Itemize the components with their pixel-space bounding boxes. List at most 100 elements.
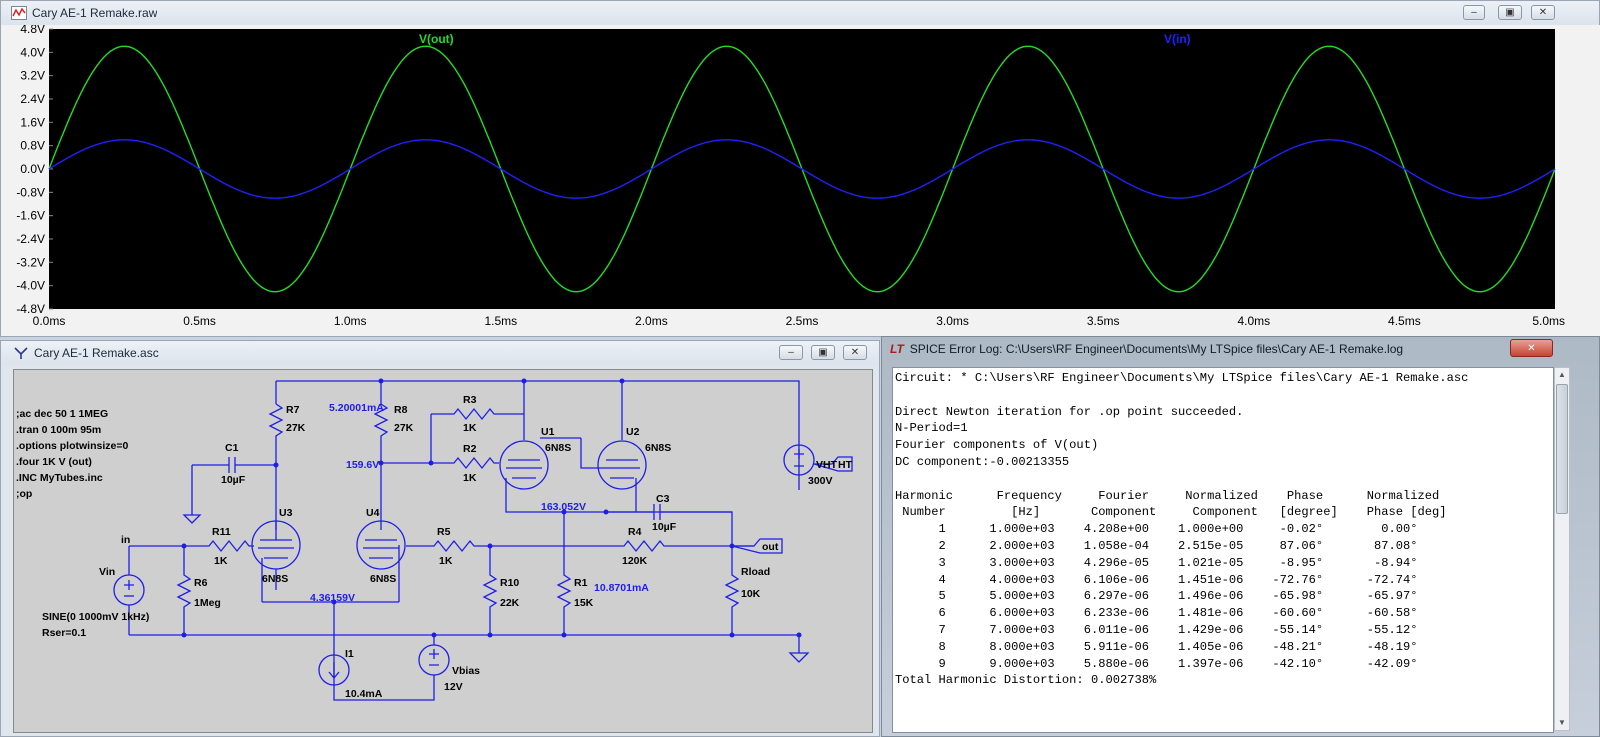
i1-value: 10.4mA <box>345 688 383 700</box>
u1-cathode-voltage-annotation: 163.052V <box>541 501 586 513</box>
harmonic-row: 2 2.000e+03 1.058e-04 2.515e-05 87.06° 8… <box>938 538 1418 553</box>
waveform-chart[interactable]: 4.8V4.0V3.2V2.4V1.6V0.8V0.0V-0.8V-1.6V-2… <box>1 22 1600 336</box>
u3-label: U3 <box>279 507 293 519</box>
u4-plate-voltage-annotation: 159.6V <box>346 459 379 471</box>
minimize-button[interactable]: – <box>1463 5 1485 20</box>
rload-value: 10K <box>741 588 761 600</box>
directive-line: .tran 0 100m 95m <box>16 424 101 436</box>
r6-label: R6 <box>194 577 208 589</box>
y-tick-label: 2.4V <box>20 92 45 106</box>
x-tick-label: 0.0ms <box>33 314 66 328</box>
table-header-line: Number [Hz] Component Component [degree]… <box>895 505 1447 520</box>
ht-flag-label: HT <box>838 459 853 471</box>
r3-value: 1K <box>463 422 477 434</box>
x-tick-label: 2.5ms <box>786 314 819 328</box>
r1-value: 15K <box>574 597 594 609</box>
restore-button[interactable]: ▣ <box>1498 5 1522 20</box>
vbias-label: Vbias <box>452 665 480 677</box>
schematic-restore-button[interactable]: ▣ <box>811 345 835 360</box>
x-tick-label: 3.0ms <box>936 314 969 328</box>
waveform-app-icon <box>11 6 27 20</box>
vin-rser: Rser=0.1 <box>42 627 86 639</box>
r10-label: R10 <box>500 577 519 589</box>
log-text-area[interactable]: Circuit: * C:\Users\RF Engineer\Document… <box>892 367 1554 733</box>
schematic-window[interactable]: Cary AE-1 Remake.asc – ▣ ✕ <box>0 340 880 737</box>
c1-value: 10µF <box>221 474 246 486</box>
r7-value: 27K <box>286 422 306 434</box>
log-titlebar[interactable]: LT SPICE Error Log: C:\Users\RF Engineer… <box>882 337 1599 361</box>
i1-label: I1 <box>345 648 354 660</box>
r10-value: 22K <box>500 597 520 609</box>
u1-label: U1 <box>541 426 555 438</box>
y-tick-label: -4.0V <box>16 279 45 293</box>
r8-value: 27K <box>394 422 414 434</box>
r4-value: 120K <box>622 555 648 567</box>
schematic-close-button[interactable]: ✕ <box>843 345 867 360</box>
log-close-button[interactable]: ✕ <box>1510 339 1553 357</box>
r3-label: R3 <box>463 394 477 406</box>
scroll-up-icon[interactable]: ▲ <box>1558 370 1566 379</box>
restore-icon: ▣ <box>818 347 828 358</box>
u2-value: 6N8S <box>645 442 671 454</box>
trace-name-label[interactable]: V(out) <box>419 32 454 46</box>
vht-value: 300V <box>808 475 833 487</box>
close-icon: ✕ <box>1538 7 1548 18</box>
table-header-line: Harmonic Frequency Fourier Normalized Ph… <box>895 488 1440 503</box>
c3-value: 10µF <box>652 521 677 533</box>
r5-value: 1K <box>439 555 453 567</box>
harmonic-row: 3 3.000e+03 4.296e-05 1.021e-05 -8.95° -… <box>938 555 1418 570</box>
log-window-title: SPICE Error Log: C:\Users\RF Engineer\Do… <box>909 342 1404 356</box>
u4-value: 6N8S <box>370 573 396 585</box>
harmonic-row: 9 9.000e+03 5.880e-06 1.397e-06 -42.10° … <box>938 656 1418 671</box>
vbias-value: 12V <box>444 681 463 693</box>
vin-label: Vin <box>99 566 115 578</box>
y-tick-label: 0.8V <box>20 139 45 153</box>
harmonic-row: 6 6.000e+03 6.233e-06 1.481e-06 -60.60° … <box>938 606 1418 621</box>
spice-log-window[interactable]: LT SPICE Error Log: C:\Users\RF Engineer… <box>881 336 1600 737</box>
directive-line: .four 1K V (out) <box>16 456 92 468</box>
schematic-canvas[interactable]: ;ac dec 50 1 1MEG .tran 0 100m 95m .opti… <box>13 369 873 733</box>
y-tick-label: -4.8V <box>16 302 45 316</box>
close-icon: ✕ <box>1527 342 1536 354</box>
r5-label: R5 <box>437 526 451 538</box>
waveform-titlebar[interactable]: Cary AE-1 Remake.raw – ▣ ✕ <box>1 1 1599 25</box>
y-tick-label: 4.0V <box>20 45 45 59</box>
trace-name-label[interactable]: V(in) <box>1164 32 1191 46</box>
y-tick-label: 1.6V <box>20 115 45 129</box>
scroll-thumb[interactable] <box>1556 384 1568 514</box>
close-button[interactable]: ✕ <box>1531 5 1555 20</box>
scroll-down-icon[interactable]: ▼ <box>1558 718 1566 727</box>
schematic-titlebar[interactable]: Cary AE-1 Remake.asc – ▣ ✕ <box>1 341 879 365</box>
x-tick-label: 2.0ms <box>635 314 668 328</box>
r4-label: R4 <box>628 526 642 538</box>
r8-current-annotation: 5.20001mA <box>329 402 384 414</box>
u4-label: U4 <box>366 507 380 519</box>
r8-label: R8 <box>394 404 408 416</box>
y-tick-label: -2.4V <box>16 232 45 246</box>
restore-icon: ▣ <box>1505 7 1515 18</box>
y-tick-label: -0.8V <box>16 185 45 199</box>
r7-label: R7 <box>286 404 300 416</box>
series-line-vin <box>48 139 1556 199</box>
schematic-minimize-button[interactable]: – <box>779 345 803 360</box>
r6-value: 1Meg <box>194 597 221 609</box>
u3-cathode-voltage-annotation: 4.36159V <box>310 592 355 604</box>
vin-source-spec: SINE(0 1000mV 1kHz) <box>42 611 149 623</box>
thd-line: Total Harmonic Distortion: 0.002738% <box>895 673 1157 688</box>
waveform-window-title: Cary AE-1 Remake.raw <box>32 6 158 20</box>
harmonic-row: 4 4.000e+03 6.106e-06 1.451e-06 -72.76° … <box>938 572 1418 587</box>
directive-line: .options plotwinsize=0 <box>16 440 128 452</box>
u2-label: U2 <box>626 426 640 438</box>
schematic-drawing[interactable]: ;ac dec 50 1 1MEG .tran 0 100m 95m .opti… <box>14 370 872 732</box>
y-tick-label: 3.2V <box>20 69 45 83</box>
in-net-label: in <box>121 534 130 546</box>
harmonic-row: 5 5.000e+03 6.297e-06 1.496e-06 -65.98° … <box>938 589 1418 604</box>
log-scrollbar[interactable]: ▲ ▼ <box>1554 367 1570 731</box>
r11-value: 1K <box>214 555 228 567</box>
y-tick-label: 0.0V <box>20 162 45 176</box>
rload-label: Rload <box>741 566 770 578</box>
directive-line: ;op <box>16 488 32 500</box>
y-tick-label: -1.6V <box>16 209 45 223</box>
